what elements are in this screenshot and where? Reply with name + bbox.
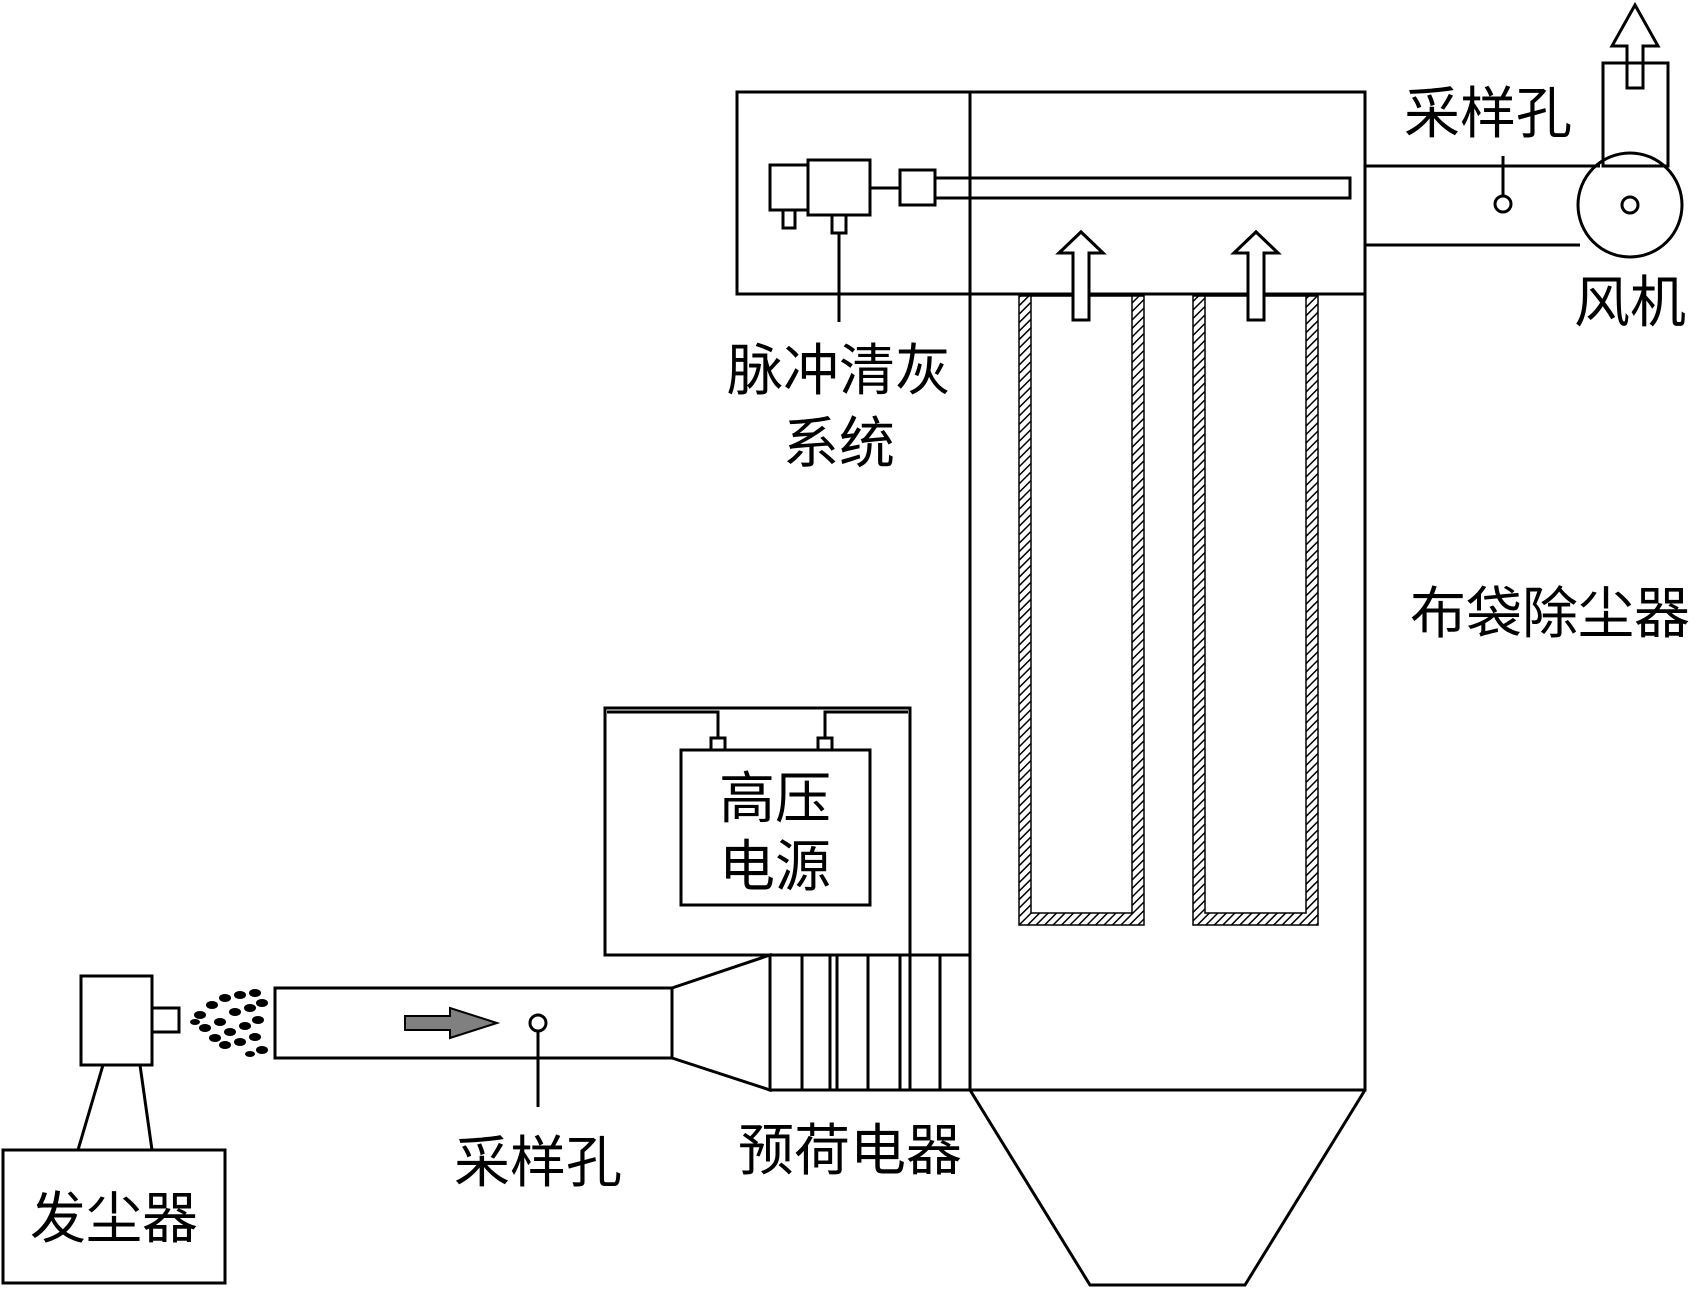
hv-power-label-line1: 高压 bbox=[719, 767, 831, 832]
pulse-solenoid-left-stem bbox=[781, 208, 797, 230]
dust-feeder-nozzle bbox=[150, 1006, 181, 1034]
hv-terminal-left bbox=[709, 736, 727, 752]
hv-wire-right bbox=[823, 710, 908, 738]
bag-filter-hopper bbox=[968, 1089, 1367, 1287]
inlet-sampling-port-label: 采样孔 bbox=[454, 1131, 622, 1196]
dust-generator-box bbox=[1, 1148, 227, 1285]
precharger-label: 预荷电器 bbox=[738, 1119, 962, 1184]
bag-flow-arrow-left-overlay bbox=[1055, 229, 1107, 322]
hv-wire-left bbox=[607, 710, 720, 738]
dust-generator-label: 发尘器 bbox=[30, 1187, 198, 1252]
exhaust-arrow bbox=[1609, 1, 1661, 90]
dust-feeder-box bbox=[79, 974, 154, 1067]
bag-flow-arrow-right-overlay bbox=[1230, 229, 1282, 322]
bag-filter-body bbox=[968, 90, 1367, 1092]
pulse-coupler bbox=[898, 168, 937, 207]
outlet-sampling-port-label: 采样孔 bbox=[1404, 82, 1572, 147]
blow-pipe bbox=[933, 176, 1352, 200]
inlet-sampling-port bbox=[528, 1013, 548, 1033]
pulse-solenoid-left bbox=[768, 163, 810, 212]
outlet-sampling-port bbox=[1493, 194, 1513, 214]
pulse-valve-stem bbox=[830, 213, 848, 235]
pulse-cleaning-label-line1: 脉冲清灰 bbox=[727, 339, 951, 404]
filter-bag-right bbox=[1192, 295, 1319, 926]
filter-bag-left bbox=[1018, 295, 1145, 926]
dust-particles bbox=[190, 989, 268, 1057]
hv-terminal-right bbox=[816, 736, 834, 752]
fan-stack bbox=[1601, 61, 1670, 168]
fan-label: 风机 bbox=[1574, 271, 1686, 336]
hv-power-supply-box bbox=[679, 748, 872, 907]
fan-housing bbox=[1576, 151, 1684, 259]
dust-generator-leg-right bbox=[138, 1064, 154, 1151]
hv-enclosure bbox=[603, 706, 912, 957]
bag-filter-label: 布袋除尘器 bbox=[1410, 582, 1690, 647]
pulse-cleaning-label-line2: 系统 bbox=[783, 412, 895, 477]
inlet-flow-arrow bbox=[404, 1006, 501, 1040]
inlet-duct bbox=[273, 986, 674, 1060]
dust-generator-leg-left bbox=[76, 1064, 105, 1151]
transition-cone bbox=[671, 952, 772, 1093]
pulse-valve-main bbox=[806, 158, 872, 217]
fan-hub bbox=[1620, 195, 1640, 215]
hv-power-label-line2: 电源 bbox=[719, 835, 831, 900]
pulse-cleaning-box bbox=[735, 90, 972, 296]
